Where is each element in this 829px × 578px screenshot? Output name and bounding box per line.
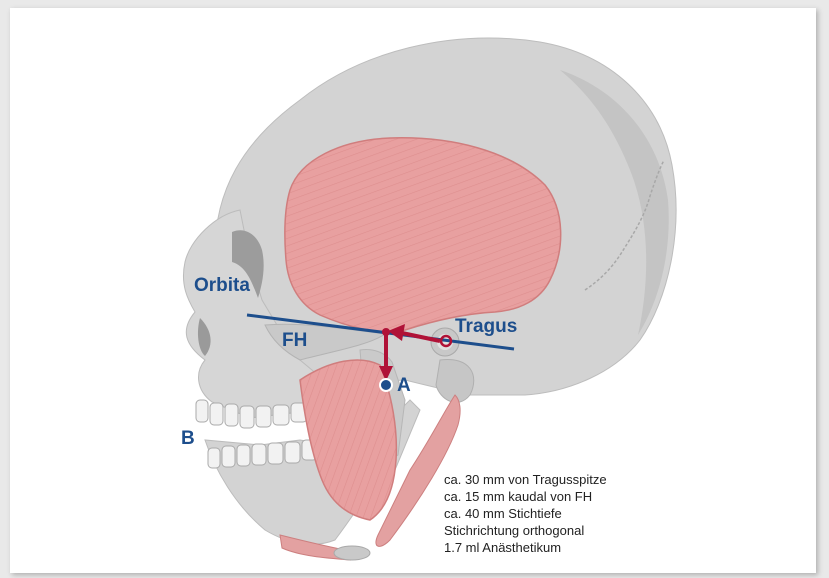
note-line: ca. 30 mm von Tragusspitze xyxy=(444,471,607,488)
label-tragus: Tragus xyxy=(455,316,517,338)
note-line: 1.7 ml Anästhetikum xyxy=(444,539,607,556)
hyoid-bone xyxy=(334,546,370,560)
label-a: A xyxy=(397,375,411,397)
note-line: ca. 40 mm Stichtiefe xyxy=(444,505,607,522)
instruction-notes: ca. 30 mm von Tragusspitze ca. 15 mm kau… xyxy=(444,471,607,556)
point-a-marker xyxy=(380,379,392,391)
note-line: Stichrichtung orthogonal xyxy=(444,522,607,539)
label-b: B xyxy=(181,428,195,450)
label-fh: FH xyxy=(282,330,307,352)
note-line: ca. 15 mm kaudal von FH xyxy=(444,488,607,505)
label-orbita: Orbita xyxy=(194,275,250,297)
